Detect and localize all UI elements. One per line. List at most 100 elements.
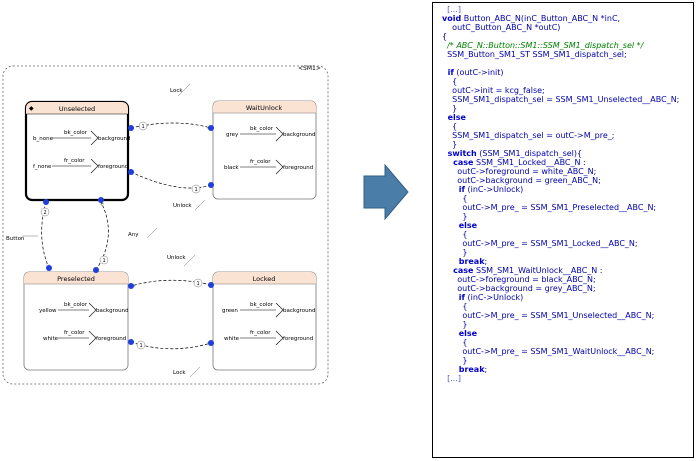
code-line: } xyxy=(442,104,679,113)
port-left: yellow xyxy=(39,308,57,314)
code-text: Button_ABC_N(inC_Button_ABC_N *inC, xyxy=(461,14,621,23)
code-line: outC->init = kcg_false; xyxy=(442,86,679,95)
state-name: Locked xyxy=(253,275,276,283)
state-name: Unselected xyxy=(59,105,95,113)
code-text: outC->foreground = black_ABC_N; xyxy=(442,275,596,284)
code-text: outC_Button_ABC_N *outC) xyxy=(442,23,561,32)
code-line: outC_Button_ABC_N *outC) xyxy=(442,23,679,32)
code-line: outC->foreground = black_ABC_N; xyxy=(442,275,679,284)
code-keyword: if xyxy=(442,68,454,77)
code-line: outC->M_pre_ = SSM_SM1_Unselected__ABC_N… xyxy=(442,311,679,320)
transition-preselected-to-locked[interactable]: 1 Lock xyxy=(128,339,214,378)
code-text: outC->background = grey_ABC_N; xyxy=(442,284,596,293)
transition-priority: 1 xyxy=(103,258,106,264)
code-line: if (inC->Unlock) xyxy=(442,185,679,194)
code-text: (outC->init) xyxy=(453,68,504,77)
code-text: { xyxy=(442,77,458,86)
port-left: grey xyxy=(226,132,239,138)
code-text: } xyxy=(442,248,468,257)
transition-label: Button xyxy=(6,236,25,242)
code-line xyxy=(442,59,679,68)
code-line: /* ABC_N::Button::SM1::SSM_SM1_dispatch_… xyxy=(442,41,679,50)
code-keyword: break xyxy=(442,257,485,266)
code-keyword: else xyxy=(442,329,478,338)
sm-container xyxy=(2,65,329,385)
transition-unselected-to-waitunlock[interactable]: 1 Lock xyxy=(128,83,214,131)
code-line: outC->background = grey_ABC_N; xyxy=(442,284,679,293)
code-text: [...] xyxy=(442,374,461,383)
port-bus: bk_color xyxy=(64,130,88,136)
code-text: ; xyxy=(484,257,488,266)
code-text xyxy=(477,221,480,230)
port-right: background xyxy=(98,136,131,142)
code-line: SSM_SM1_dispatch_sel = SSM_SM1_Unselecte… xyxy=(442,95,679,104)
state-unselected[interactable]: ◆ Unselected b_none bk_color background … xyxy=(24,100,131,202)
code-line: outC->background = green_ABC_N; xyxy=(442,176,679,185)
code-line: } xyxy=(442,212,679,221)
code-line: break; xyxy=(442,257,679,266)
code-text: (SSM_SM1_dispatch_sel){ xyxy=(476,149,583,158)
code-line: [...] xyxy=(442,374,679,383)
code-text: } xyxy=(442,212,468,221)
state-name: WaitUnlock xyxy=(246,104,283,112)
code-text: SSM_Button_SM1_ST SSM_SM1_dispatch_sel; xyxy=(442,50,627,59)
transition-preselected-to-unselected[interactable]: 1 Any xyxy=(93,197,158,273)
code-text xyxy=(477,329,480,338)
code-line: case SSM_SM1_Locked__ABC_N : xyxy=(442,158,679,167)
state-waitunlock[interactable]: WaitUnlock grey bk_color background blac… xyxy=(212,100,317,200)
port-right: foreground xyxy=(96,336,126,342)
code-text: SSM_SM1_Locked__ABC_N : xyxy=(473,158,586,167)
transition-locked-to-preselected[interactable]: 1 Unlock xyxy=(128,254,214,289)
code-text: { xyxy=(442,302,468,311)
code-text: ; xyxy=(484,365,488,374)
code-line: switch (SSM_SM1_dispatch_sel){ xyxy=(442,149,679,158)
code-keyword: case xyxy=(442,158,474,167)
code-text: outC->M_pre_ = SSM_SM1_Locked__ABC_N; xyxy=(442,239,638,248)
code-keyword: else xyxy=(442,221,478,230)
code-keyword: switch xyxy=(442,149,477,158)
code-line: { xyxy=(442,77,679,86)
transition-unselected-to-preselected[interactable]: 2 Button xyxy=(6,199,52,271)
code-text xyxy=(466,113,469,122)
code-line: { xyxy=(442,338,679,347)
code-keyword: break xyxy=(442,365,485,374)
code-text: } xyxy=(442,320,468,329)
code-line: { xyxy=(442,302,679,311)
state-machine-diagram: <SM1> ◆ Unselected b_none bk_color backg… xyxy=(2,65,329,385)
port-bus: bk_color xyxy=(250,302,274,308)
port-right: background xyxy=(283,132,316,138)
transition-label: Unlock xyxy=(173,203,192,209)
code-text: outC->foreground = white_ABC_N; xyxy=(442,167,597,176)
port-right: background xyxy=(96,308,129,314)
code-line: outC->foreground = white_ABC_N; xyxy=(442,167,679,176)
generated-code-panel: [...]void Button_ABC_N(inC_Button_ABC_N … xyxy=(432,2,694,458)
transition-waitunlock-to-unselected[interactable]: 1 Unlock xyxy=(128,169,214,211)
state-preselected[interactable]: Preselected yellow bk_color background w… xyxy=(23,271,129,371)
code-text: (inC->Unlock) xyxy=(464,293,524,302)
sm-container-label: <SM1> xyxy=(298,65,321,72)
transition-label: Lock xyxy=(173,370,186,376)
code-text xyxy=(442,59,445,68)
code-line: SSM_Button_SM1_ST SSM_SM1_dispatch_sel; xyxy=(442,50,679,59)
code-line: } xyxy=(442,140,679,149)
code-line: else xyxy=(442,329,679,338)
code-text: { xyxy=(442,32,448,41)
code-line: SSM_SM1_dispatch_sel = outC->M_pre_; xyxy=(442,131,679,140)
port-right: background xyxy=(283,308,316,314)
port-bus: fr_color xyxy=(64,330,85,336)
code-line: case SSM_SM1_WaitUnlock__ABC_N : xyxy=(442,266,679,275)
code-text: /* ABC_N::Button::SM1::SSM_SM1_dispatch_… xyxy=(442,41,644,50)
generated-code: [...]void Button_ABC_N(inC_Button_ABC_N … xyxy=(442,5,679,383)
state-locked[interactable]: Locked green bk_color background white f… xyxy=(212,271,317,371)
code-text: outC->background = green_ABC_N; xyxy=(442,176,601,185)
transition-priority: 1 xyxy=(195,187,198,193)
port-right: foreground xyxy=(283,336,313,342)
code-text: outC->M_pre_ = SSM_SM1_Unselected__ABC_N… xyxy=(442,311,655,320)
code-line: [...] xyxy=(442,5,679,14)
port-left: b_none xyxy=(33,136,54,142)
transition-priority: 2 xyxy=(44,210,47,216)
port-right: foreground xyxy=(98,164,128,170)
code-text: } xyxy=(442,140,458,149)
code-text: } xyxy=(442,104,458,113)
code-line: } xyxy=(442,320,679,329)
